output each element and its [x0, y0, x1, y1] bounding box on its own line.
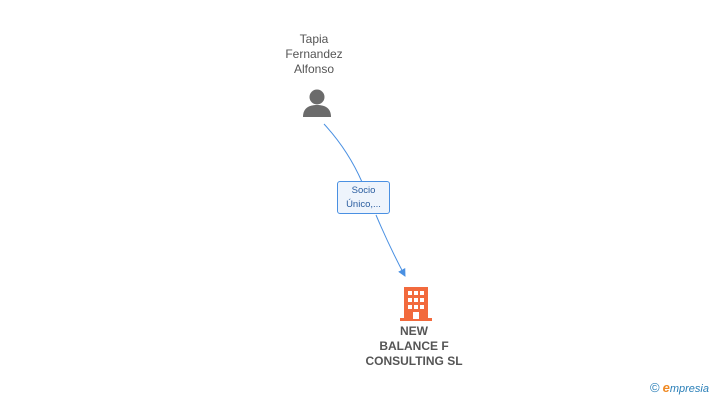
relationship-label-line-2: Único,...: [346, 199, 381, 210]
edge-line-upper: [323, 123, 363, 183]
person-icon[interactable]: [300, 88, 334, 118]
person-name-line-2: Fernandez: [285, 47, 343, 61]
brand-logo-text: mpresia: [669, 383, 709, 395]
relationship-label-line-1: Socio: [351, 185, 376, 196]
company-name[interactable]: NEW BALANCE F CONSULTING SL: [352, 324, 476, 369]
company-name-line-3: CONSULTING SL: [365, 354, 463, 368]
company-name-line-2: BALANCE F: [379, 339, 449, 353]
company-name-line-1: NEW: [400, 324, 428, 338]
empresia-watermark: ©empresia: [650, 380, 709, 396]
person-name-line-3: Alfonso: [293, 62, 335, 76]
building-icon[interactable]: [398, 285, 434, 321]
copyright-symbol: ©: [650, 380, 660, 395]
person-name-line-1: Tapia: [299, 32, 329, 46]
relationship-label[interactable]: Socio Único,...: [337, 181, 390, 214]
edge-line-lower: [375, 214, 406, 277]
person-name[interactable]: Tapia Fernandez Alfonso: [262, 32, 366, 77]
brand-logo-letter: e: [662, 380, 670, 395]
